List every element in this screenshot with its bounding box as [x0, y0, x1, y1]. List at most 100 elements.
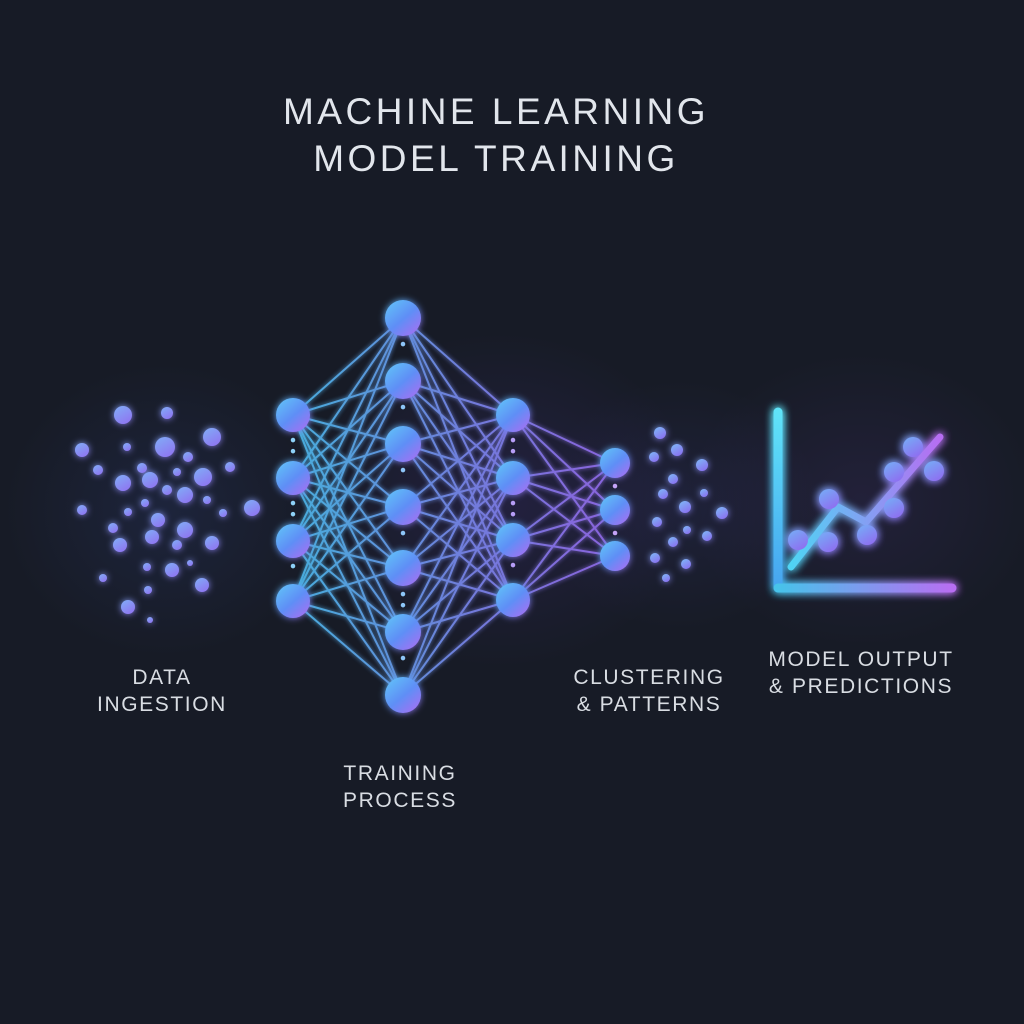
data-dot — [225, 462, 235, 472]
network-edge — [292, 317, 404, 542]
cluster-dots — [649, 427, 728, 582]
network-edge — [512, 462, 616, 541]
network-node — [600, 495, 630, 525]
stage-label-data-ingestion: DATA INGESTION — [12, 664, 312, 718]
data-dot — [187, 560, 193, 566]
chart-scatter-dot — [788, 530, 808, 550]
cluster-dot — [662, 574, 670, 582]
network-edges — [292, 317, 616, 696]
data-dot — [114, 406, 132, 424]
label-text: TRAINING — [343, 762, 457, 785]
network-edge — [402, 414, 514, 445]
data-dot — [183, 452, 193, 462]
network-edge — [402, 599, 514, 696]
data-dot — [194, 468, 212, 486]
network-edge — [402, 380, 514, 416]
data-dot — [142, 472, 158, 488]
data-dot — [165, 563, 179, 577]
network-node — [276, 398, 310, 432]
cluster-dot — [652, 517, 662, 527]
label-text: PROCESS — [343, 789, 457, 812]
label-text: DATA — [132, 666, 192, 689]
network-node — [385, 489, 421, 525]
data-dot — [151, 513, 165, 527]
network-edge — [402, 414, 514, 569]
network-node — [496, 461, 530, 495]
data-dot — [75, 443, 89, 457]
line-chart-icon — [773, 407, 957, 593]
data-dot — [108, 523, 118, 533]
cluster-dot — [716, 507, 728, 519]
network-node — [385, 426, 421, 462]
network-edge — [292, 600, 404, 696]
cluster-dot — [681, 559, 691, 569]
network-edge — [512, 539, 616, 557]
data-dot — [203, 428, 221, 446]
network-node — [385, 363, 421, 399]
data-dot — [143, 563, 151, 571]
page-title: MACHINE LEARNING MODEL TRAINING — [0, 88, 992, 182]
data-dot — [144, 586, 152, 594]
network-node — [276, 584, 310, 618]
cluster-dot — [654, 427, 666, 439]
chart-scatter-dot — [884, 498, 904, 518]
network-node — [276, 524, 310, 558]
cluster-dot — [658, 489, 668, 499]
network-node — [385, 550, 421, 586]
cluster-dot — [700, 489, 708, 497]
chart-scatter-dot — [903, 437, 923, 457]
title-line-2: MODEL TRAINING — [313, 138, 679, 179]
network-node — [496, 523, 530, 557]
network-node — [385, 614, 421, 650]
cluster-dot — [650, 553, 660, 563]
network-edge — [402, 317, 514, 416]
network-node — [496, 583, 530, 617]
network-edge — [292, 317, 404, 602]
stage-label-training-process: TRAINING PROCESS — [250, 760, 550, 814]
label-text: INGESTION — [97, 693, 227, 716]
network-edge — [292, 443, 404, 602]
network-edge — [402, 477, 514, 696]
data-dot — [77, 505, 87, 515]
network-edge — [512, 414, 616, 511]
chart-scatter-dot — [924, 461, 944, 481]
cluster-dot — [649, 452, 659, 462]
data-dot — [203, 496, 211, 504]
data-dot — [161, 407, 173, 419]
column-dotted-links — [290, 341, 618, 672]
data-dot — [177, 487, 193, 503]
chart-scatter-dot — [884, 462, 904, 482]
network-edge — [512, 477, 616, 511]
network-edge — [402, 414, 514, 633]
stage-label-model-output: MODEL OUTPUT & PREDICTIONS — [711, 646, 1011, 700]
data-dot — [113, 538, 127, 552]
title-line-1: MACHINE LEARNING — [282, 91, 710, 132]
data-dot — [121, 600, 135, 614]
data-dot — [177, 522, 193, 538]
network-node — [600, 541, 630, 571]
data-dot — [195, 578, 209, 592]
data-dot — [147, 617, 153, 623]
data-dot — [99, 574, 107, 582]
network-nodes — [276, 300, 630, 713]
network-edge — [512, 477, 616, 557]
data-dot — [172, 540, 182, 550]
chart-trend-line — [787, 433, 944, 571]
data-dot — [205, 536, 219, 550]
data-dot — [162, 485, 172, 495]
label-text: & PATTERNS — [576, 693, 722, 716]
network-edge — [402, 414, 514, 508]
network-node — [276, 461, 310, 495]
network-edge — [402, 539, 514, 696]
network-node — [385, 677, 421, 713]
network-edge — [292, 600, 404, 633]
network-node — [496, 398, 530, 432]
data-dot — [173, 468, 181, 476]
cluster-dot — [696, 459, 708, 471]
network-edge — [512, 414, 616, 464]
network-edge — [512, 414, 616, 557]
network-edge — [512, 462, 616, 479]
cluster-dot — [671, 444, 683, 456]
